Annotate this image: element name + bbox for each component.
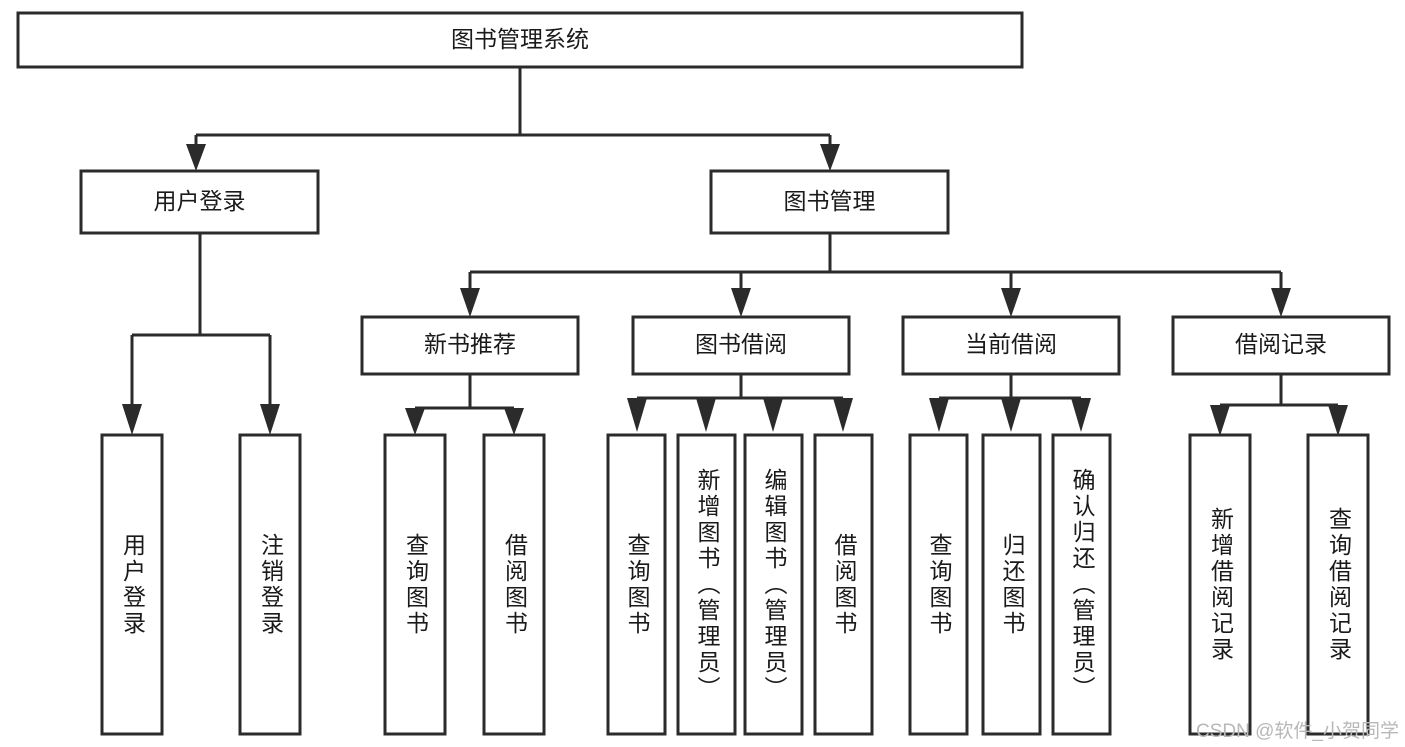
node-leaf-label-borrow-book: 借阅图书 bbox=[831, 532, 857, 637]
arrow-newbook-child-2 bbox=[504, 408, 524, 435]
node-book-borrow-box[interactable] bbox=[631, 315, 851, 376]
csdn-watermark: CSDN @软件_小贺同学 bbox=[1196, 721, 1399, 742]
connector-group-root-to-level2 bbox=[186, 67, 840, 171]
node-leaf-box-10[interactable] bbox=[1051, 433, 1112, 736]
node-borrow-record-label: 借阅记录 bbox=[1235, 331, 1327, 357]
node-book-borrow-label: 图书借阅 bbox=[695, 331, 787, 357]
arrow-bookmgmt-child-3 bbox=[1001, 288, 1021, 317]
node-leaf-box-6[interactable] bbox=[743, 433, 804, 736]
arrow-bookmgmt-child-4 bbox=[1271, 288, 1291, 317]
node-book-management-label: 图书管理 bbox=[784, 188, 876, 214]
connector-group-record-children bbox=[1210, 374, 1348, 436]
node-leaf-box-3[interactable] bbox=[482, 433, 546, 736]
arrow-newbook-child-1 bbox=[405, 408, 425, 435]
arrow-borrow-child-3 bbox=[763, 398, 783, 432]
arrow-userlogin-child-2 bbox=[260, 404, 280, 435]
node-leaf-box-7[interactable] bbox=[813, 433, 874, 736]
arrow-root-to-userlogin bbox=[186, 144, 206, 171]
arrow-current-child-1 bbox=[929, 398, 949, 432]
node-leaf-label-borrow-book-rec: 借阅图书 bbox=[501, 532, 528, 637]
node-leaf-label-query-book-rec: 查询图书 bbox=[402, 532, 429, 637]
node-user-login-label: 用户登录 bbox=[154, 188, 246, 214]
node-current-borrow-label: 当前借阅 bbox=[965, 331, 1057, 357]
node-new-book-recommend-box[interactable] bbox=[360, 315, 580, 376]
arrow-record-child-1 bbox=[1210, 405, 1230, 436]
connector-group-current-children bbox=[929, 374, 1091, 432]
arrow-root-to-bookmgmt bbox=[820, 144, 840, 171]
arrow-bookmgmt-child-1 bbox=[460, 288, 480, 317]
arrow-userlogin-child-1 bbox=[122, 404, 142, 435]
node-leaf-box-11[interactable] bbox=[1188, 433, 1252, 736]
node-leaf-box-12[interactable] bbox=[1306, 433, 1370, 736]
node-leaf-label-query-book-borrow: 查询图书 bbox=[624, 532, 650, 637]
node-leaf-label-confirm-return-admin: 确认归还（管理员） bbox=[1069, 467, 1095, 702]
arrow-borrow-child-2 bbox=[696, 398, 716, 432]
arrow-current-child-3 bbox=[1071, 398, 1091, 432]
arrow-record-child-2 bbox=[1328, 405, 1348, 436]
node-leaf-box-5[interactable] bbox=[676, 433, 737, 736]
node-leaf-box-8[interactable] bbox=[908, 433, 969, 736]
connector-group-bookmgmt-children bbox=[460, 233, 1291, 317]
arrow-borrow-child-1 bbox=[627, 398, 647, 432]
node-leaf-box-1[interactable] bbox=[238, 433, 302, 736]
node-leaf-label-query-borrow-record: 查询借阅记录 bbox=[1325, 506, 1352, 663]
connector-group-userlogin-children bbox=[122, 233, 280, 435]
node-leaf-label-add-borrow-record: 新增借阅记录 bbox=[1207, 506, 1234, 663]
arrow-current-child-2 bbox=[1001, 398, 1021, 432]
node-leaf-label-logout: 注销登录 bbox=[257, 532, 284, 637]
node-leaf-box-2[interactable] bbox=[383, 433, 447, 736]
connector-group-newbook-children bbox=[405, 374, 524, 435]
node-leaf-label-add-book-admin: 新增图书（管理员） bbox=[694, 467, 720, 702]
node-leaf-label-edit-book-admin: 编辑图书（管理员） bbox=[761, 467, 787, 702]
node-leaf-label-user-login: 用户登录 bbox=[119, 532, 146, 637]
node-borrow-record-box[interactable] bbox=[1171, 315, 1391, 376]
node-book-management-box[interactable] bbox=[709, 169, 950, 235]
connector-group-borrow-children bbox=[627, 374, 853, 432]
node-current-borrow-box[interactable] bbox=[901, 315, 1121, 376]
node-root-label: 图书管理系统 bbox=[451, 26, 589, 52]
node-user-login-box[interactable] bbox=[79, 169, 320, 235]
node-leaf-box-9[interactable] bbox=[981, 433, 1042, 736]
node-leaf-box-4[interactable] bbox=[606, 433, 667, 736]
node-leaf-label-query-book-current: 查询图书 bbox=[926, 532, 952, 637]
arrow-bookmgmt-child-2 bbox=[731, 288, 751, 317]
node-new-book-recommend-label: 新书推荐 bbox=[424, 331, 516, 357]
node-leaf-box-0[interactable] bbox=[100, 433, 164, 736]
node-leaf-label-return-book: 归还图书 bbox=[999, 532, 1025, 637]
node-root-box[interactable] bbox=[16, 11, 1024, 69]
arrow-borrow-child-4 bbox=[833, 398, 853, 432]
